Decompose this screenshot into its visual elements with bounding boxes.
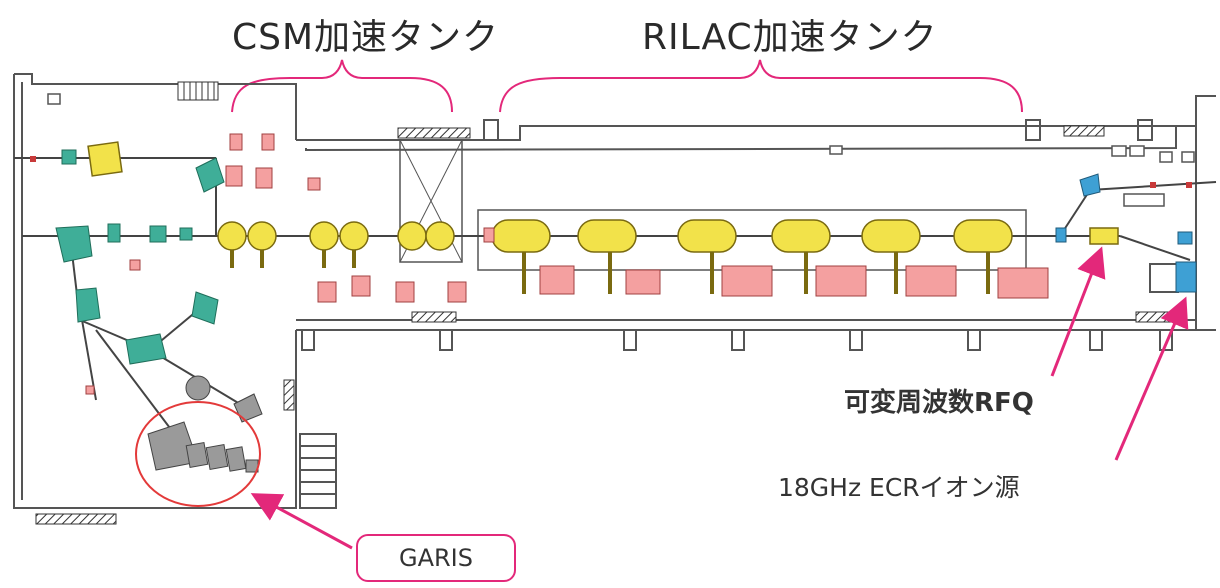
- bending-magnets: [55, 149, 225, 365]
- csm-brace: [231, 59, 453, 113]
- ecr-label: 18GHz ECRイオン源: [778, 473, 1020, 502]
- rfq-label: 可変周波数RFQ: [844, 388, 1034, 418]
- ion-source-components: [1055, 173, 1197, 293]
- csm-tank-title: CSM加速タンク: [232, 17, 500, 58]
- rilac-brace: [499, 59, 1023, 113]
- beam-elements: [30, 156, 1192, 188]
- garis-label: GARIS: [398, 544, 473, 572]
- building-walls: [13, 73, 1216, 509]
- rilac-tank-title: RILAC加速タンク: [642, 17, 938, 58]
- rilac-tanks: [491, 219, 1119, 253]
- pointer-arrows: [250, 246, 1189, 550]
- rf-amplifiers: [85, 133, 1049, 395]
- garis-label-box: GARIS: [356, 534, 516, 582]
- csm-tanks: [87, 141, 455, 251]
- hatched-walls: [35, 81, 1181, 525]
- rf-stems: [230, 250, 990, 294]
- garis-equipment: [147, 375, 263, 473]
- room-symbols: [47, 93, 1195, 207]
- garis-circle: [135, 401, 261, 507]
